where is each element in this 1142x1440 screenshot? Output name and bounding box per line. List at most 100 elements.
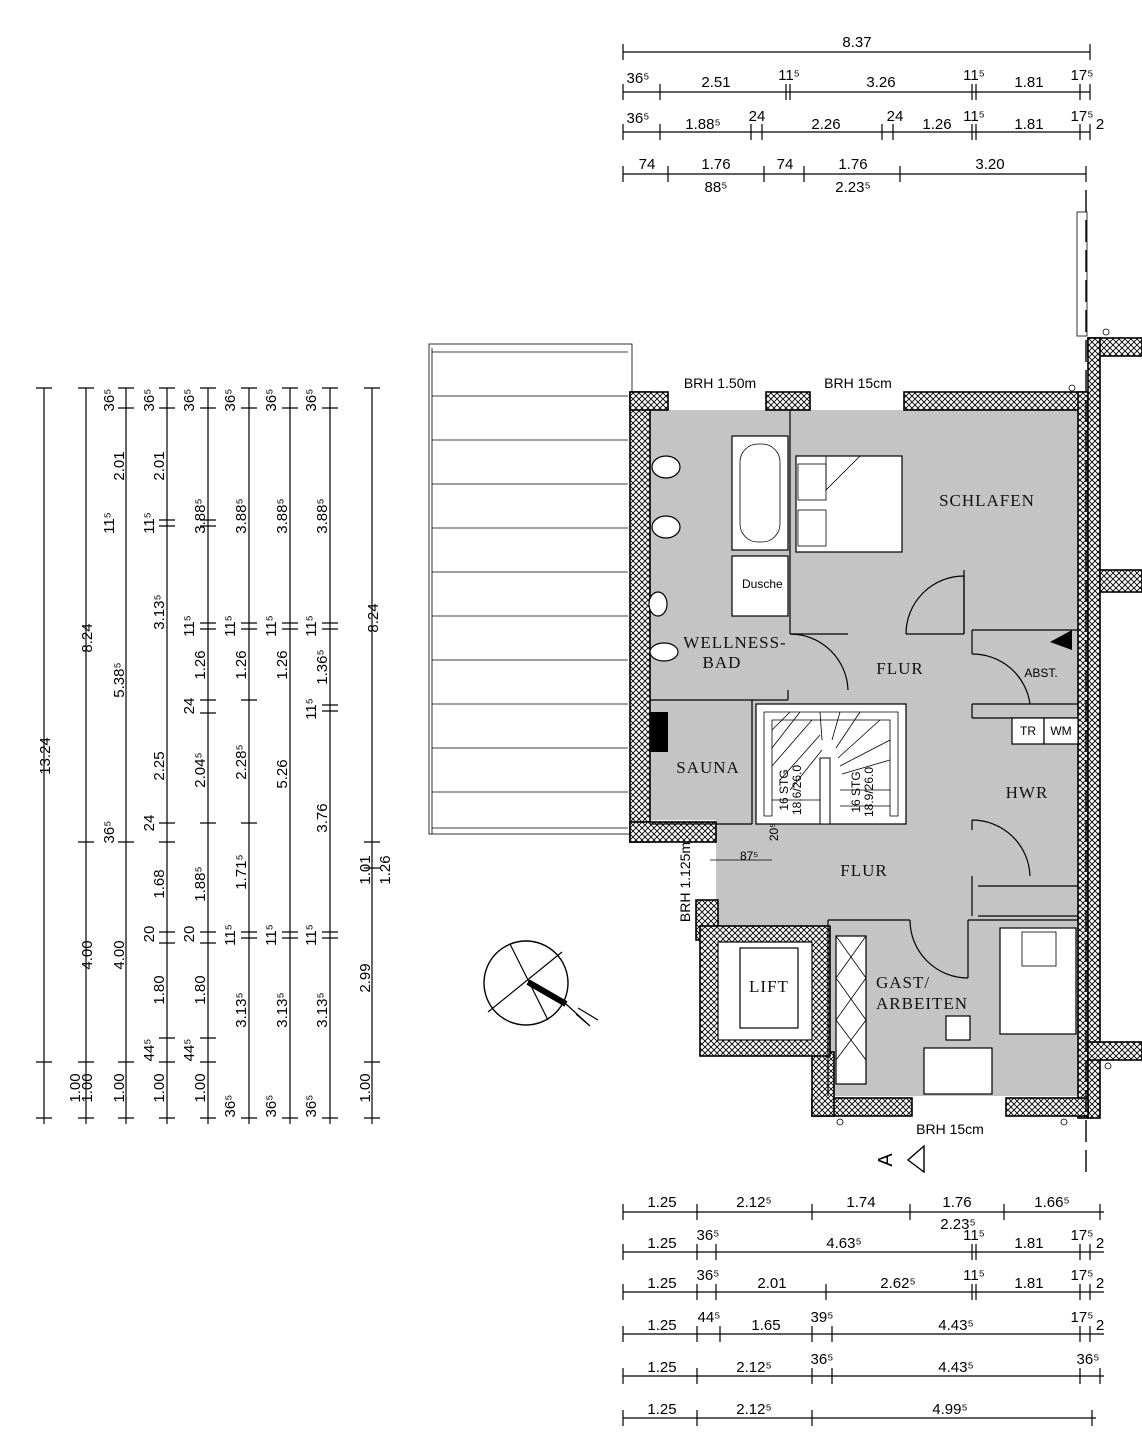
dim-left-8-4: 5.26 xyxy=(274,759,291,788)
dim-bot-5-2: 36⁵ xyxy=(811,1351,834,1368)
toilet xyxy=(648,591,668,617)
guest-bed xyxy=(999,927,1077,1035)
washbasin-1 xyxy=(651,455,681,479)
dim-left-6-7: 3.13⁵ xyxy=(233,992,250,1027)
dim-top-2-0: 36⁵ xyxy=(627,70,650,87)
dim-left-8-3: 1.26 xyxy=(274,650,291,679)
dim-left-9-5: 3.76 xyxy=(314,803,331,832)
dim-left-7-1: 3.88⁵ xyxy=(233,498,250,533)
bidet xyxy=(649,642,679,662)
section-line: A xyxy=(836,190,1112,1176)
stair-right-steps: 16 STG xyxy=(849,771,863,812)
dim-bot-4-3: 39⁵ xyxy=(811,1309,834,1326)
dim-bot-1-1: 2.12⁵ xyxy=(736,1194,771,1211)
dim-top-1-0: 8.37 xyxy=(842,34,871,51)
dim-bot-3-1: 36⁵ xyxy=(697,1267,720,1284)
dim-left-8-7: 36⁵ xyxy=(303,1095,320,1118)
dim-left-4-4: 1.68 xyxy=(151,869,168,898)
dim-left-8-1: 3.88⁵ xyxy=(274,498,291,533)
dim-top-3-8: 17⁵ xyxy=(1071,108,1094,125)
dim-bot-6-1: 2.12⁵ xyxy=(736,1401,771,1418)
dim-top-3-1: 1.88⁵ xyxy=(685,116,720,133)
dim-bot-3-3: 2.62⁵ xyxy=(880,1275,915,1292)
shower xyxy=(731,555,789,617)
dim-left-5-2: 11⁵ xyxy=(141,512,158,534)
dim-left-8-0: 36⁵ xyxy=(263,389,280,412)
brh-bottom: BRH 15cm xyxy=(916,1121,984,1137)
dim-top-4-1: 1.76 xyxy=(701,156,730,173)
dim-left-10-1: 1.01 xyxy=(357,855,374,884)
desk-chair xyxy=(945,1015,971,1041)
desk xyxy=(923,1047,993,1095)
dim-left-3-0: 36⁵ xyxy=(101,389,118,412)
dim-bot-4-1: 44⁵ xyxy=(698,1309,721,1326)
wardrobe xyxy=(835,935,867,1085)
dim-left-10-3: 2.99 xyxy=(357,963,374,992)
dim-left-10-4: 1.00 xyxy=(357,1073,374,1102)
dryer xyxy=(1011,717,1045,745)
room-wellness-line1: WELLNESS- xyxy=(683,633,786,652)
dim-left-8-2: 11⁵ xyxy=(263,615,280,637)
dim-bot-2-6: 2 xyxy=(1096,1235,1104,1252)
dim-left-7-2: 11⁵ xyxy=(222,615,239,637)
terrace-planks xyxy=(428,343,633,835)
dim-bot-2-5: 17⁵ xyxy=(1071,1227,1094,1244)
dim-top-4-0: 74 xyxy=(639,156,656,173)
dim-bot-3-6: 17⁵ xyxy=(1071,1267,1094,1284)
dim-left-8-5: 11⁵ xyxy=(303,924,320,946)
dim-left-2-1: 4.00 xyxy=(79,940,96,969)
dim-left-5-9: 44⁵ xyxy=(181,1039,198,1062)
north-arrow: N xyxy=(483,940,599,1027)
dim-bot-3-0: 1.25 xyxy=(647,1275,676,1292)
door-swings xyxy=(789,575,1031,979)
dim-top-4-3: 1.76 xyxy=(838,156,867,173)
dim-left-7-5: 1.71⁵ xyxy=(233,854,250,889)
shower-label: Dusche xyxy=(742,577,783,591)
dim-top-2-1: 2.51 xyxy=(701,74,730,91)
washer-label: WM xyxy=(1050,724,1071,738)
dim-top-2-2: 11⁵ xyxy=(778,67,800,84)
dim-left-1-1: 1.00 xyxy=(67,1073,84,1102)
dim-left-6-0: 36⁵ xyxy=(181,389,198,412)
room-gast-line2: ARBEITEN xyxy=(876,994,968,1013)
dim-left-3-2: 4.00 xyxy=(111,940,128,969)
stair-small-dim: 20⁵ xyxy=(767,823,781,841)
dim-left-6-2: 11⁵ xyxy=(181,615,198,637)
room-gast-line1: GAST/ xyxy=(876,973,930,992)
dim-top-2-5: 1.81 xyxy=(1014,74,1043,91)
dim-left-7-0: 36⁵ xyxy=(222,389,239,412)
dryer-label: TR xyxy=(1020,724,1036,738)
dim-left-7-3: 1.26 xyxy=(233,650,250,679)
dim-bot-5-0: 1.25 xyxy=(647,1359,676,1376)
dim-left-5-5: 24 xyxy=(141,815,158,832)
room-schlafen: SCHLAFEN xyxy=(939,491,1035,510)
dim-bot-1-4: 1.66⁵ xyxy=(1034,1194,1069,1211)
dim-top-3-5: 1.26 xyxy=(922,116,951,133)
room-sauna: SAUNA xyxy=(676,758,740,777)
dim-bot-1-sub: 2.23⁵ xyxy=(940,1216,975,1233)
dim-left-4-5: 20 xyxy=(141,926,158,943)
dim-left-6-3: 1.26 xyxy=(192,650,209,679)
dim-left-4-0: 36⁵ xyxy=(141,389,158,412)
dim-left-1-0: 13.24 xyxy=(37,737,54,775)
room-labels: SCHLAFEN WELLNESS- BAD FLUR ABST. SAUNA … xyxy=(676,491,1057,1013)
dim-bot-4-2: 1.65 xyxy=(751,1317,780,1334)
compass-ring xyxy=(483,940,569,1026)
dim-top-3-4: 24 xyxy=(887,108,904,125)
dim-left-5-3: 3.13⁵ xyxy=(151,594,168,629)
dim-left-9-1: 3.88⁵ xyxy=(314,498,331,533)
dim-left-6-4: 24 xyxy=(181,698,198,715)
dim-top-3-6: 11⁵ xyxy=(963,108,985,125)
dim-bot-2-2: 4.63⁵ xyxy=(826,1235,861,1252)
dim-left-5-8: 1.80 xyxy=(192,975,209,1004)
dim-bot-4-0: 1.25 xyxy=(647,1317,676,1334)
abst-fixture xyxy=(1050,630,1072,650)
walls xyxy=(629,337,1142,1119)
dim-left-2-2: 1.00 xyxy=(79,1073,96,1102)
washbasin-2 xyxy=(651,515,681,539)
dim-left-9-4: 11⁵ xyxy=(303,698,320,720)
staircase: 16 STG 18.6/26.0 16 STG 18.9/26.0 20⁵ xyxy=(755,703,907,841)
dim-87: 87⁵ xyxy=(740,849,758,863)
dim-top-2-6: 17⁵ xyxy=(1071,67,1094,84)
